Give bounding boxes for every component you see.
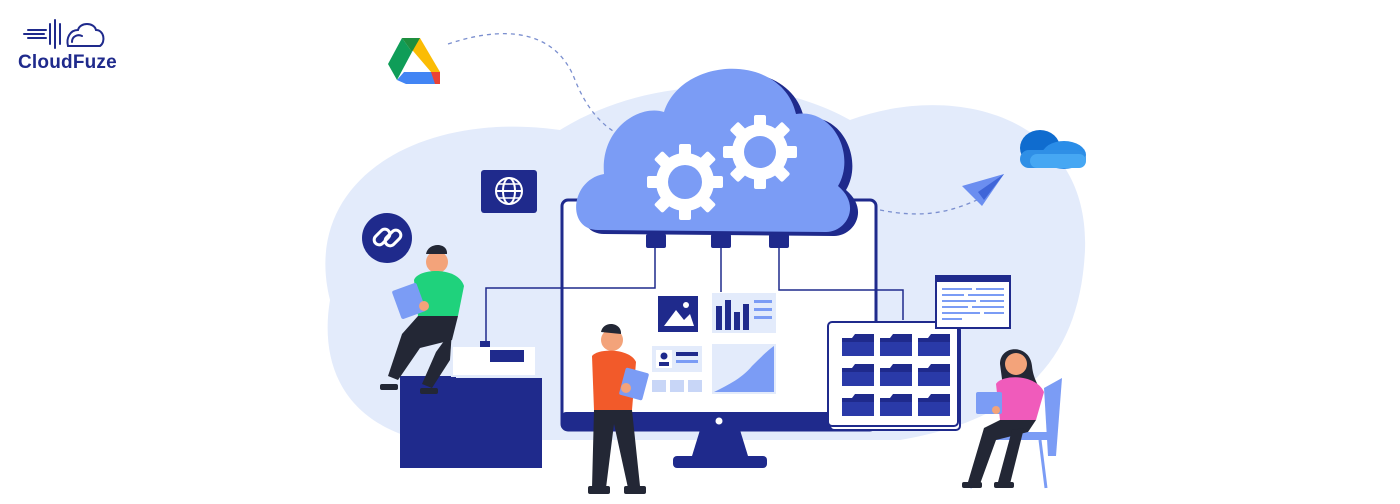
person-sitting-man	[380, 245, 464, 394]
folder-icon	[842, 334, 874, 356]
folder-icon	[918, 364, 950, 386]
link-icon	[362, 213, 412, 263]
google-drive-icon	[388, 38, 440, 84]
person-standing-man	[588, 323, 649, 494]
gear-icon	[647, 144, 723, 220]
filing-box	[400, 341, 542, 468]
folder-icon	[880, 394, 912, 416]
folder-icon	[880, 334, 912, 356]
globe-icon	[481, 170, 537, 213]
dashed-path-drive	[447, 32, 621, 136]
brand-logo[interactable]	[18, 16, 158, 76]
bar-chart-icon	[712, 293, 776, 333]
folder-grid	[842, 334, 950, 416]
onedrive-icon	[1020, 130, 1086, 169]
cloud	[576, 68, 859, 236]
brand-name: CloudFuze	[18, 52, 117, 73]
folder-icon	[842, 394, 874, 416]
folder-icon	[842, 364, 874, 386]
folder-icon	[918, 394, 950, 416]
browser-window-icon	[935, 275, 1011, 329]
person-seated-woman	[962, 349, 1062, 489]
profile-card-icon	[652, 346, 702, 392]
folder-icon	[918, 334, 950, 356]
paper-plane-icon	[962, 174, 1004, 206]
image-icon	[658, 296, 698, 332]
folder-icon	[880, 364, 912, 386]
dashed-path-plane	[879, 195, 986, 215]
soundwave-cloud-icon	[23, 19, 105, 49]
gear-icon	[723, 115, 797, 189]
connector-lines	[485, 242, 904, 345]
connector-ports	[646, 234, 789, 248]
area-chart-icon	[712, 344, 776, 394]
